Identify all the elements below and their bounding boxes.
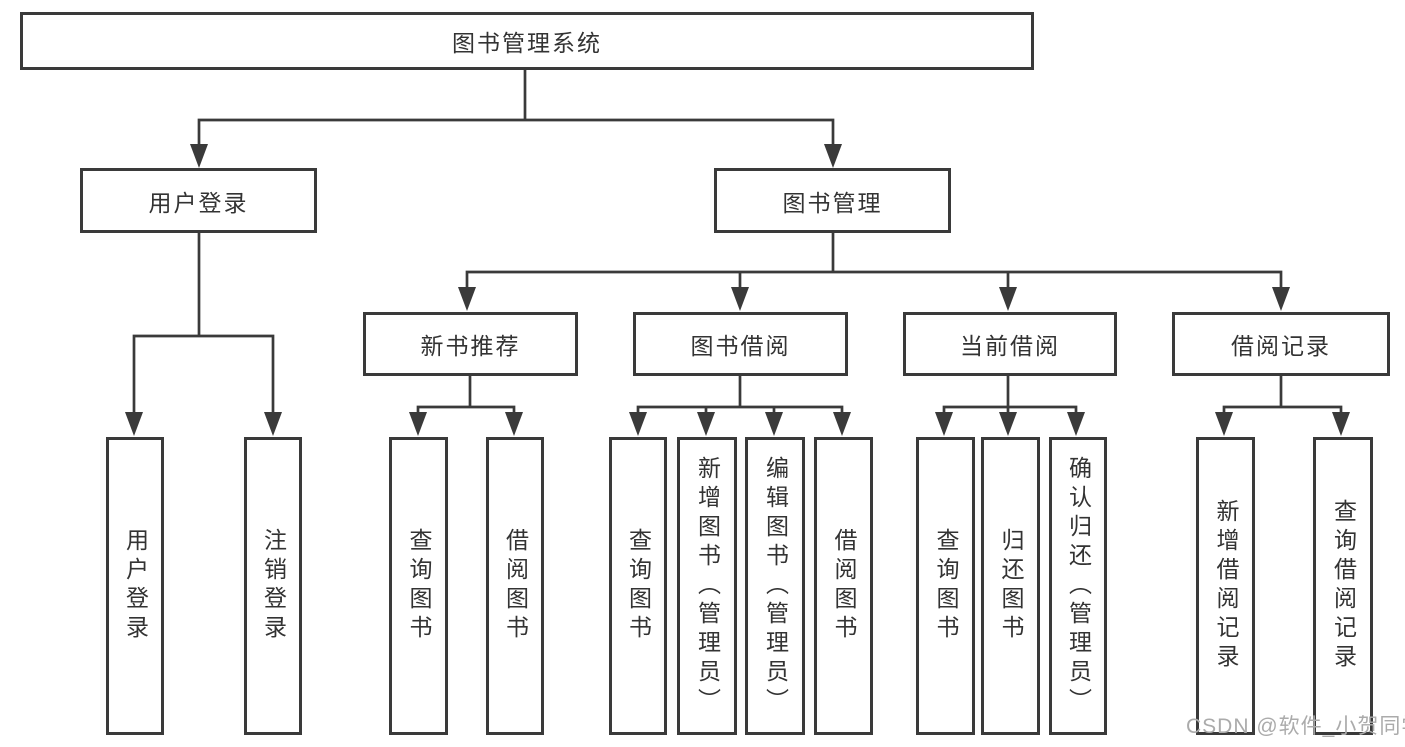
arrow-down-icon [190, 144, 208, 168]
rail-borrow-records-children [1222, 376, 1343, 418]
leaf-br-add-record: 新增借阅记录 [1196, 437, 1255, 735]
leaf-logout: 注销登录 [244, 437, 302, 735]
node-new-book-recommend-label: 新书推荐 [420, 333, 521, 359]
arrow-down-icon [458, 287, 476, 311]
node-user-login-branch: 用户登录 [80, 168, 317, 233]
arrow-down-icon [999, 287, 1017, 311]
arrow-down-icon [505, 412, 523, 436]
leaf-bb-edit-book-admin-label: 编辑图书（管理员） [762, 455, 789, 717]
leaf-br-query-record: 查询借阅记录 [1313, 437, 1373, 735]
leaf-cb-query-books-label: 查询图书 [933, 528, 959, 644]
leaf-user-login: 用户登录 [106, 437, 164, 735]
leaf-bb-query-books: 查询图书 [609, 437, 667, 735]
arrow-down-icon [409, 412, 427, 436]
arrow-down-icon [125, 412, 143, 436]
leaf-cb-return-books: 归还图书 [981, 437, 1040, 735]
leaf-cb-confirm-return-admin-label: 确认归还（管理员） [1065, 455, 1092, 717]
leaf-nbr-borrow-books-label: 借阅图书 [502, 528, 529, 644]
csdn-watermark: CSDN @软件_小贺同学 [1186, 715, 1405, 738]
node-current-borrow-label: 当前借阅 [960, 333, 1060, 359]
leaf-br-query-record-label: 查询借阅记录 [1330, 499, 1357, 673]
leaf-bb-borrow-books-label: 借阅图书 [831, 528, 857, 644]
rail-book-management-to-level3 [465, 233, 1283, 294]
node-root-label: 图书管理系统 [452, 30, 602, 56]
arrow-down-icon [1215, 412, 1233, 436]
node-book-management-branch-label: 图书管理 [782, 189, 883, 216]
node-book-borrow-label: 图书借阅 [690, 333, 791, 359]
arrow-down-icon [629, 412, 647, 436]
node-root: 图书管理系统 [20, 12, 1034, 70]
leaf-bb-borrow-books: 借阅图书 [814, 437, 873, 735]
rail-book-borrow-children [636, 376, 844, 418]
leaf-bb-edit-book-admin: 编辑图书（管理员） [745, 437, 805, 735]
leaf-nbr-query-books: 查询图书 [389, 437, 448, 735]
leaf-user-login-label: 用户登录 [122, 528, 149, 644]
node-new-book-recommend: 新书推荐 [363, 312, 578, 376]
arrow-down-icon [1067, 412, 1085, 436]
node-borrow-records-label: 借阅记录 [1231, 333, 1331, 359]
arrow-down-icon [1332, 412, 1350, 436]
rail-user-login-children [132, 233, 275, 418]
leaf-nbr-borrow-books: 借阅图书 [486, 437, 544, 735]
leaf-cb-confirm-return-admin: 确认归还（管理员） [1049, 437, 1107, 735]
rail-root-to-level2 [197, 69, 835, 150]
leaf-bb-add-book-admin-label: 新增图书（管理员） [694, 455, 721, 717]
rail-current-borrow-children [942, 376, 1078, 418]
node-current-borrow: 当前借阅 [903, 312, 1117, 376]
arrow-down-icon [935, 412, 953, 436]
arrow-down-icon [697, 412, 715, 436]
leaf-nbr-query-books-label: 查询图书 [406, 528, 432, 644]
leaf-br-add-record-label: 新增借阅记录 [1213, 499, 1239, 673]
leaf-bb-add-book-admin: 新增图书（管理员） [677, 437, 737, 735]
node-book-borrow: 图书借阅 [633, 312, 848, 376]
leaf-logout-label: 注销登录 [260, 528, 287, 644]
arrow-down-icon [1272, 287, 1290, 311]
leaf-cb-query-books: 查询图书 [916, 437, 975, 735]
leaf-cb-return-books-label: 归还图书 [998, 528, 1024, 644]
arrow-down-icon [833, 412, 851, 436]
rail-new-book-recommend-children [416, 376, 516, 418]
arrow-down-icon [731, 287, 749, 311]
arrow-down-icon [264, 412, 282, 436]
arrow-down-icon [824, 144, 842, 168]
arrow-down-icon [999, 412, 1017, 436]
node-book-management-branch: 图书管理 [714, 168, 951, 233]
leaf-bb-query-books-label: 查询图书 [625, 528, 652, 644]
node-borrow-records: 借阅记录 [1172, 312, 1390, 376]
arrow-down-icon [765, 412, 783, 436]
node-user-login-branch-label: 用户登录 [148, 189, 249, 216]
